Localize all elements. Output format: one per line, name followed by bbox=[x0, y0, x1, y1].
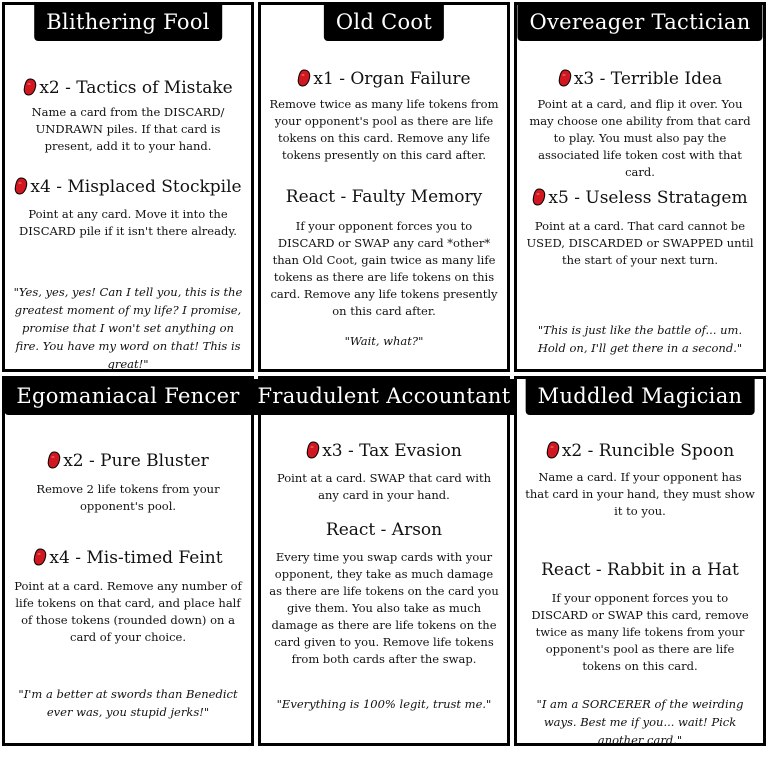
card-overeager-tactician: Overeager Tactician x3 - Terrible Idea P… bbox=[514, 2, 766, 372]
ability-heading: x2 - Pure Bluster bbox=[5, 450, 251, 472]
flavor-quote: "Wait, what?" bbox=[344, 334, 424, 348]
ability-text: Point at a card. Remove any number of li… bbox=[14, 579, 242, 644]
red-token-icon bbox=[23, 78, 37, 96]
card-title: Muddled Magician bbox=[525, 379, 755, 415]
ability-text: Every time you swap cards with your oppo… bbox=[269, 550, 499, 666]
ability-heading: React - Arson bbox=[325, 520, 443, 540]
card-egomaniacal-fencer: Egomaniacal Fencer x2 - Pure Bluster Rem… bbox=[2, 376, 254, 746]
ability-heading: x3 - Tax Evasion bbox=[261, 440, 507, 462]
card-muddled-magician: Muddled Magician x2 - Runcible Spoon Nam… bbox=[514, 376, 766, 747]
red-token-icon bbox=[297, 69, 311, 87]
card-title: Blithering Fool bbox=[34, 5, 222, 41]
ability-text: Point at any card. Move it into the DISC… bbox=[19, 207, 237, 238]
flavor-quote: "I'm a better at swords than Benedict ev… bbox=[18, 687, 238, 719]
ability-heading: x4 - Misplaced Stockpile bbox=[5, 176, 251, 198]
card-title: Old Coot bbox=[323, 5, 445, 41]
flavor-quote: "This is just like the battle of... um. … bbox=[537, 323, 743, 355]
ability-heading: x5 - Useless Stratagem bbox=[517, 187, 763, 209]
ability-text: Point at a card, and flip it over. You m… bbox=[529, 97, 751, 179]
card-fraudulent-accountant: Fraudulent Accountant x3 - Tax Evasion P… bbox=[245, 376, 523, 746]
ability-heading: React - Rabbit in a Hat bbox=[541, 560, 739, 580]
ability-text: Point at a card. SWAP that card with any… bbox=[276, 471, 491, 502]
ability-heading: x3 - Terrible Idea bbox=[517, 68, 763, 90]
ability-text: If your opponent forces you to DISCARD o… bbox=[270, 219, 498, 318]
ability-heading: React - Faulty Memory bbox=[285, 187, 483, 207]
flavor-quote: "Everything is 100% legit, trust me." bbox=[276, 697, 492, 711]
ability-heading: x1 - Organ Failure bbox=[261, 68, 507, 90]
card-blithering-fool: Blithering Fool x2 - Tactics of Mistake … bbox=[2, 2, 254, 372]
red-token-icon bbox=[546, 441, 560, 459]
red-token-icon bbox=[558, 69, 572, 87]
red-token-icon bbox=[33, 548, 47, 566]
ability-text: Point at a card. That card cannot be USE… bbox=[526, 219, 754, 267]
ability-text: Name a card. If your opponent has that c… bbox=[525, 470, 755, 518]
ability-heading: x2 - Runcible Spoon bbox=[517, 440, 763, 462]
card-title: Fraudulent Accountant bbox=[245, 379, 523, 415]
red-token-icon bbox=[532, 188, 546, 206]
red-token-icon bbox=[306, 441, 320, 459]
red-token-icon bbox=[14, 177, 28, 195]
ability-heading: x4 - Mis-timed Feint bbox=[5, 547, 251, 569]
ability-text: Remove twice as many life tokens from yo… bbox=[269, 97, 499, 162]
red-token-icon bbox=[47, 451, 61, 469]
ability-text: If your opponent forces you to DISCARD o… bbox=[531, 591, 749, 673]
card-title: Egomaniacal Fencer bbox=[4, 379, 252, 415]
flavor-quote: "Yes, yes, yes! Can I tell you, this is … bbox=[13, 285, 243, 371]
flavor-quote: "I am a SORCERER of the weirding ways. B… bbox=[536, 697, 744, 747]
card-title: Overeager Tactician bbox=[517, 5, 763, 41]
ability-text: Name a card from the DISCARD/ UNDRAWN pi… bbox=[31, 105, 225, 153]
ability-heading: x2 - Tactics of Mistake bbox=[5, 77, 251, 99]
ability-text: Remove 2 life tokens from your opponent'… bbox=[36, 482, 220, 513]
card-old-coot: Old Coot x1 - Organ Failure Remove twice… bbox=[258, 2, 510, 372]
